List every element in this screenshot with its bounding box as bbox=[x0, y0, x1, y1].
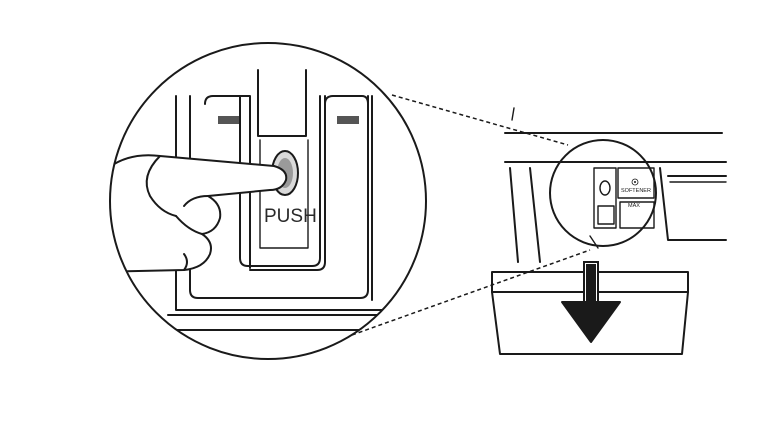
pointing-hand-icon bbox=[110, 154, 288, 291]
right-slot-marker bbox=[337, 116, 359, 124]
down-arrow-icon bbox=[561, 261, 621, 343]
max-label: MAX bbox=[628, 203, 640, 209]
drawer-guide bbox=[589, 235, 599, 249]
callout-lines bbox=[351, 94, 591, 336]
compartment-left bbox=[593, 167, 617, 229]
softener-label: SOFTENER bbox=[621, 188, 651, 194]
central-channel bbox=[257, 69, 307, 137]
compartment-softener bbox=[617, 167, 655, 199]
appliance-drawer-view: SOFTENER MAX bbox=[491, 107, 727, 355]
callout-line-bottom bbox=[351, 249, 591, 336]
push-panel-inner bbox=[259, 139, 309, 249]
finger-crease-2 bbox=[175, 215, 203, 235]
left-slot-marker bbox=[218, 116, 240, 124]
zoom-circle-small bbox=[549, 139, 657, 247]
right-slot-top bbox=[324, 95, 369, 105]
drawer-inner-left bbox=[529, 167, 541, 263]
finger-crease-3 bbox=[183, 253, 188, 271]
left-slot-frame bbox=[204, 95, 251, 269]
drawer-left-side bbox=[509, 167, 519, 263]
tray-outer bbox=[189, 95, 369, 299]
right-slot-frame bbox=[249, 95, 326, 271]
magnified-view: PUSH bbox=[109, 42, 427, 360]
thumb-outline bbox=[145, 155, 177, 217]
push-label: PUSH bbox=[264, 206, 317, 227]
small-push-button bbox=[599, 180, 611, 196]
flower-icon bbox=[631, 178, 639, 186]
callout-line-top bbox=[391, 94, 569, 146]
compartment-left-lower bbox=[597, 205, 615, 225]
magnifier-circle bbox=[109, 42, 427, 360]
push-panel bbox=[239, 95, 321, 267]
cabinet-mark bbox=[511, 107, 515, 121]
compartment-max bbox=[619, 201, 655, 229]
finger-crease-1 bbox=[183, 195, 209, 207]
drawer-right-frame bbox=[659, 167, 727, 241]
